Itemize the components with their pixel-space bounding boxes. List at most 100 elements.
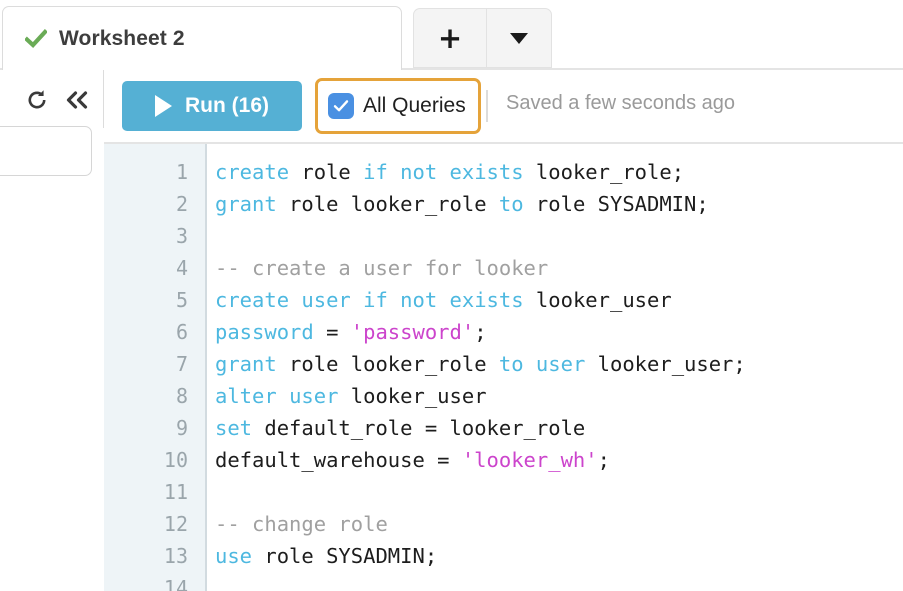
code-line-text: use role SYSADMIN; xyxy=(215,540,437,572)
code-token: grant xyxy=(215,192,277,216)
code-token: if xyxy=(363,288,388,312)
code-line[interactable]: 4 -- create a user for looker xyxy=(104,252,903,284)
left-rail xyxy=(0,70,104,591)
code-line[interactable]: 2 grant role looker_role to role SYSADMIN… xyxy=(104,188,903,220)
line-number: 13 xyxy=(163,544,188,568)
code-token: role SYSADMIN; xyxy=(523,192,709,216)
line-number: 8 xyxy=(175,384,188,408)
code-line[interactable]: 6 password = 'password'; xyxy=(104,316,903,348)
add-worksheet-button[interactable]: + xyxy=(413,8,486,68)
code-token xyxy=(351,160,363,184)
code-token xyxy=(289,288,301,312)
saved-status: Saved a few seconds ago xyxy=(506,92,736,114)
code-token xyxy=(437,288,449,312)
code-token: looker_user xyxy=(338,384,487,408)
code-token: looker_user; xyxy=(585,352,746,376)
code-token: user xyxy=(301,288,351,312)
code-token: -- change role xyxy=(215,512,388,536)
code-line[interactable]: 7 grant role looker_role to user looker_u… xyxy=(104,348,903,380)
code-line-text: -- change role xyxy=(215,508,388,540)
line-number: 6 xyxy=(175,320,188,344)
code-token: alter xyxy=(215,384,277,408)
code-line[interactable]: 11 xyxy=(104,476,903,508)
code-token xyxy=(437,160,449,184)
code-token: role SYSADMIN; xyxy=(252,544,438,568)
line-number: 7 xyxy=(175,352,188,376)
code-token: exists xyxy=(449,160,524,184)
code-token: ; xyxy=(597,448,610,472)
code-token xyxy=(388,288,400,312)
code-token: exists xyxy=(449,288,524,312)
code-line-text: password = 'password'; xyxy=(215,316,487,348)
run-button[interactable]: Run (16) xyxy=(122,81,302,131)
code-line[interactable]: 12 -- change role xyxy=(104,508,903,540)
code-token: use xyxy=(215,544,253,568)
chevron-down-icon xyxy=(510,32,528,44)
code-line[interactable]: 8 alter user looker_user xyxy=(104,380,903,412)
code-token: user xyxy=(535,352,586,376)
code-token: default_role = looker_role xyxy=(252,416,586,440)
line-number: 1 xyxy=(175,160,188,184)
code-line-text: create role if not exists looker_role; xyxy=(215,156,684,188)
editor-top-border xyxy=(104,142,903,144)
code-token: user xyxy=(289,384,339,408)
double-chevron-left-icon[interactable] xyxy=(64,90,90,115)
checkmark-icon xyxy=(333,100,349,112)
line-number: 11 xyxy=(163,480,188,504)
code-line-text: grant role looker_role to role SYSADMIN; xyxy=(215,188,709,220)
code-token: password xyxy=(215,320,314,344)
all-queries-label: All Queries xyxy=(363,94,466,117)
run-button-label: Run (16) xyxy=(185,94,269,117)
worksheet-menu-button[interactable] xyxy=(486,8,552,68)
code-line-text: grant role looker_role to user looker_us… xyxy=(215,348,746,380)
code-line-text: default_warehouse = 'looker_wh'; xyxy=(215,444,610,476)
play-icon xyxy=(155,95,172,117)
code-token: 'looker_wh' xyxy=(461,448,598,472)
code-token: -- create a user for looker xyxy=(215,256,549,280)
line-number: 2 xyxy=(175,192,188,216)
code-token: grant xyxy=(215,352,277,376)
checkbox-box xyxy=(328,93,354,119)
line-number: 12 xyxy=(163,512,188,536)
code-token: role xyxy=(301,160,351,184)
code-line[interactable]: 9 set default_role = looker_role xyxy=(104,412,903,444)
code-line[interactable]: 3 xyxy=(104,220,903,252)
left-panel-field[interactable] xyxy=(0,126,92,176)
code-line-text: create user if not exists looker_user xyxy=(215,284,672,316)
editor-toolbar: Run (16) All Queries Saved a few seconds… xyxy=(104,70,903,142)
code-line-text: alter user looker_user xyxy=(215,380,487,412)
plus-icon: + xyxy=(437,20,463,55)
code-token xyxy=(524,352,536,376)
code-token: if xyxy=(363,160,388,184)
code-token xyxy=(277,384,289,408)
tab-worksheet-2[interactable]: Worksheet 2 xyxy=(2,6,402,70)
line-number: 14 xyxy=(163,576,188,591)
code-token xyxy=(289,160,301,184)
code-line[interactable]: 14 xyxy=(104,572,903,591)
code-token: looker_user xyxy=(523,288,672,312)
code-token: not xyxy=(400,160,438,184)
code-token: not xyxy=(400,288,438,312)
all-queries-checkbox[interactable]: All Queries xyxy=(315,78,481,134)
code-line[interactable]: 1 create role if not exists looker_role; xyxy=(104,156,903,188)
code-token xyxy=(388,160,400,184)
gutter-rule xyxy=(205,144,207,591)
code-token: create xyxy=(215,288,290,312)
left-rail-actions xyxy=(0,80,104,124)
code-line[interactable]: 13 use role SYSADMIN; xyxy=(104,540,903,572)
code-token: role looker_role xyxy=(276,192,499,216)
code-line-text: -- create a user for looker xyxy=(215,252,548,284)
line-number: 4 xyxy=(175,256,188,280)
code-token: set xyxy=(215,416,253,440)
refresh-icon[interactable] xyxy=(26,89,48,116)
rail-divider xyxy=(103,70,104,128)
toolbar-divider xyxy=(486,90,488,122)
line-number: 9 xyxy=(175,416,188,440)
tab-bar: Worksheet 2 + xyxy=(0,0,903,70)
code-token: looker_role; xyxy=(523,160,685,184)
